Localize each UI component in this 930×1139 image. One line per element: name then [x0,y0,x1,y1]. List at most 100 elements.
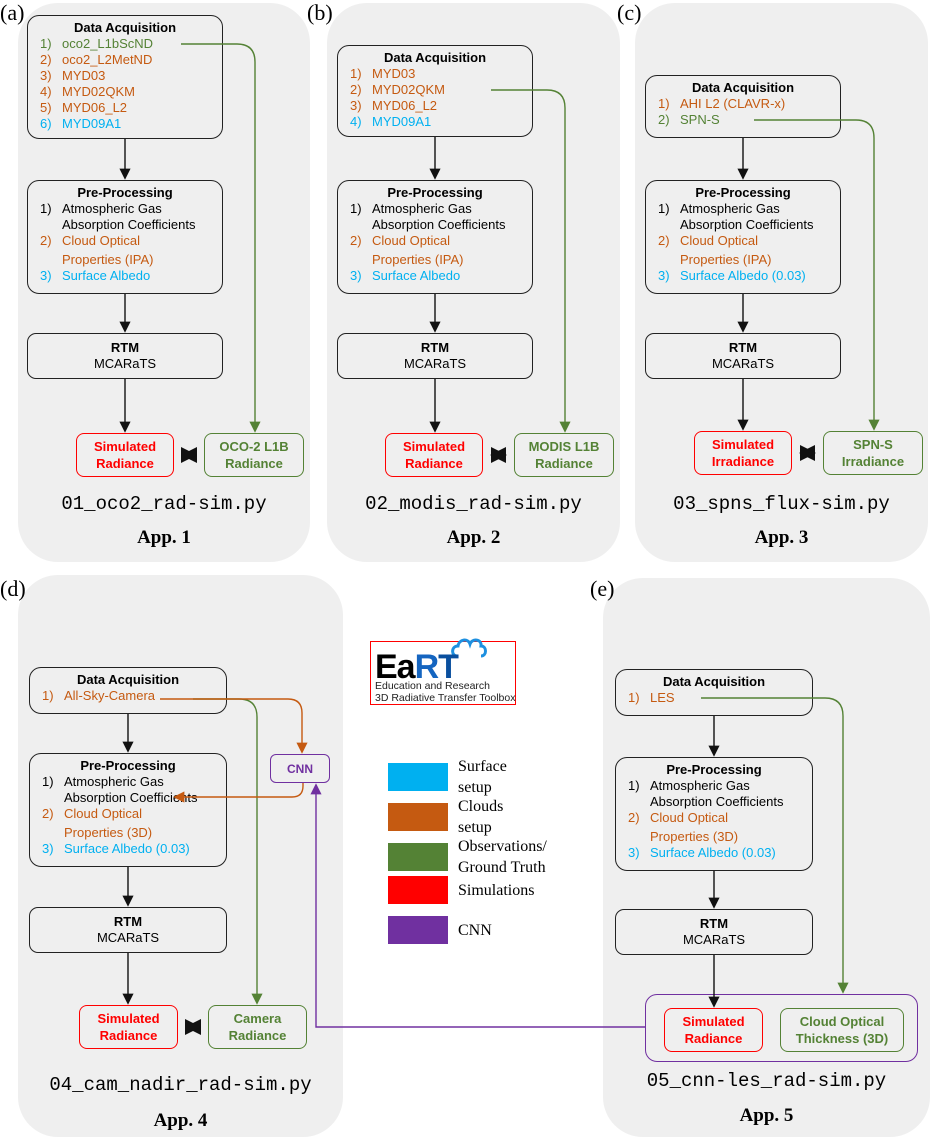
item-number: 3) [350,268,362,283]
obs-line-2: Radiance [225,456,283,471]
obs-line-2: Thickness (3D) [795,1031,889,1046]
item-line: Cloud Optical [372,233,451,248]
data-source-item: 2)oco2_L2MetND [40,52,222,68]
item-line: Atmospheric Gas [680,201,780,216]
legend-item-observations: Observations/ Ground Truth [388,836,568,878]
legend-swatch [388,916,448,944]
logo-line-1: Education and Research [375,680,490,692]
rtm-model: MCARaTS [711,356,775,371]
item-text: SPN-S [680,112,720,127]
data-source-item: 1)AHI L2 (CLAVR-x) [658,96,840,112]
data-source-item: 1) All-Sky-Camera [42,688,226,704]
sim-line-2: Radiance [99,1028,158,1043]
data-source-item: 4)MYD02QKM [40,84,222,100]
item-line: Properties (IPA) [62,252,154,267]
sim-line-1: Simulated [711,437,775,452]
item-number: 1) [658,96,670,111]
obs-line-2: Radiance [535,456,593,471]
item-number: 3) [40,68,52,83]
sim-line-1: Simulated [682,1014,745,1029]
item-text: oco2_L1bScND [62,36,154,51]
sim-line-1: Simulated [93,439,157,454]
item-number: 2) [40,233,52,248]
item-line: Absorption Coefficients [64,790,198,805]
item-number: 2) [350,233,362,248]
item-number: 3) [42,841,54,856]
item-line: Absorption Coefficients [650,794,784,809]
data-acquisition-list: 1)AHI L2 (CLAVR-x)2) SPN-S [646,96,840,128]
obs-line-1: Cloud Optical [799,1014,885,1029]
pre-processing-title: Pre-Processing [77,185,173,200]
item-number: 2) [658,112,670,127]
item-text: All-Sky-Camera [64,688,156,703]
item-number: 5) [40,100,52,115]
pre-processing-item: 3)Surface Albedo [40,268,222,284]
item-text: MYD02QKM [372,82,445,97]
legend-swatch [388,843,448,871]
script-filename-d: 04_cam_nadir_rad-sim.py [49,1074,312,1096]
item-text: Surface Albedo (0.03) [650,845,776,861]
item-text: MYD03 [372,66,416,81]
item-line: Surface Albedo (0.03) [680,268,806,283]
app-label-e: App. 5 [739,1105,794,1126]
rtm-model: MCARaTS [93,356,157,371]
script-filename-b: 02_modis_rad-sim.py [365,493,582,515]
legend-label: Observations/ Ground Truth [458,838,547,876]
item-line: Properties (3D) [650,829,739,844]
script-filename-a: 01_oco2_rad-sim.py [61,493,267,515]
item-number: 3) [40,268,52,283]
pre-processing-title: Pre-Processing [387,185,483,200]
item-number: 1) [42,688,54,703]
rtm-model: MCARaTS [96,930,160,945]
item-line: Absorption Coefficients [680,217,814,232]
data-source-item: 1)MYD03 [350,66,532,82]
item-number: 6) [40,116,52,131]
rtm-title: RTM [113,914,143,929]
item-line: Cloud Optical [680,233,759,248]
item-text: MYD06_L2 [62,100,128,115]
sim-line-2: Irradiance [711,454,775,469]
obs-line-1: OCO-2 L1B [219,439,289,454]
item-line: Atmospheric Gas [372,201,472,216]
pre-processing-title: Pre-Processing [80,758,176,773]
script-filename-c: 03_spns_flux-sim.py [673,493,890,515]
data-source-item: 4)MYD09A1 [350,114,532,130]
pre-processing-title: Pre-Processing [666,762,762,777]
item-number: 1) [658,201,670,216]
item-line: Properties (3D) [64,825,153,840]
obs-line-2: Irradiance [841,454,905,469]
item-number: 1) [628,690,640,705]
data-source-item: 3)MYD06_L2 [350,98,532,114]
data-acquisition-title: Data Acquisition [662,674,766,689]
pre-processing-item: 3)Surface Albedo [350,268,532,284]
item-number: 2) [42,806,54,821]
item-number: 2) [350,82,362,97]
legend-label: Simulations [458,881,535,899]
legend-label: Surface setup [458,758,507,796]
cnn-box: CNN [270,754,330,783]
